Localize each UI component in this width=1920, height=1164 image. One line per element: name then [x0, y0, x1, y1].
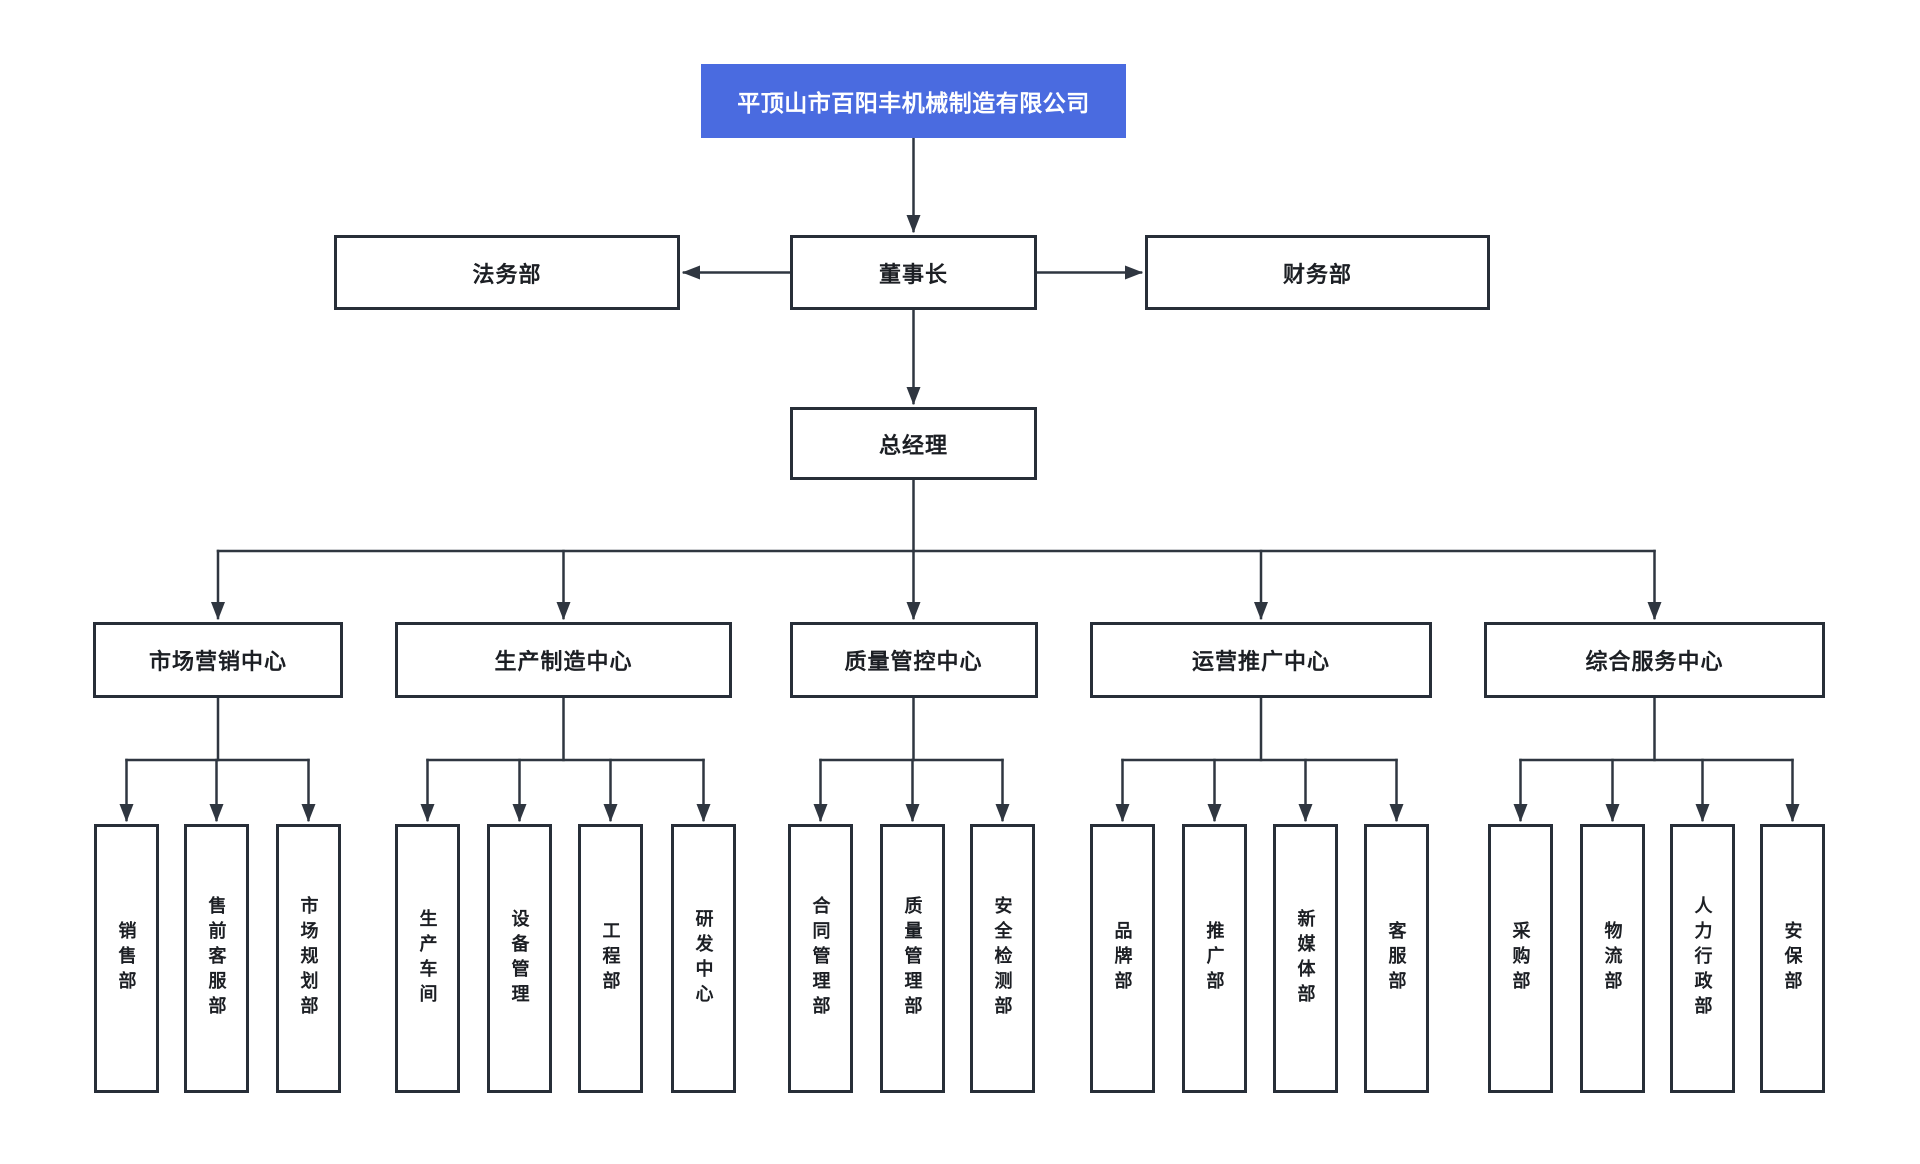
dept-brand[interactable]: 品牌部: [1090, 824, 1155, 1093]
dept-rd-center[interactable]: 研发中心: [671, 824, 736, 1093]
node-label: 董事长: [878, 261, 948, 287]
node-label: 生产制造中心: [494, 649, 633, 674]
dept-promotion[interactable]: 推广部: [1182, 824, 1247, 1093]
dept-safety-inspection[interactable]: 安全检测部: [970, 824, 1035, 1093]
dept-security[interactable]: 安保部: [1760, 824, 1825, 1093]
dept-hr-admin[interactable]: 人力行政部: [1670, 824, 1735, 1093]
node-label: 物流部: [1602, 921, 1623, 996]
dept-contract-management[interactable]: 合同管理部: [788, 824, 853, 1093]
dept-customer-service[interactable]: 客服部: [1364, 824, 1429, 1093]
node-label: 新媒体部: [1295, 908, 1316, 1009]
dept-logistics[interactable]: 物流部: [1580, 824, 1645, 1093]
node-label: 市场营销中心: [148, 649, 287, 674]
node-label: 综合服务中心: [1585, 649, 1724, 674]
node-center-operations[interactable]: 运营推广中心: [1090, 622, 1432, 698]
node-label: 工程部: [600, 921, 621, 996]
dept-presales-service[interactable]: 售前客服部: [184, 824, 249, 1093]
node-label: 生产车间: [417, 908, 438, 1009]
node-label: 平顶山市百阳丰机械制造有限公司: [737, 90, 1090, 116]
node-general-manager[interactable]: 总经理: [790, 407, 1037, 480]
node-label: 质量管控中心: [844, 649, 983, 674]
dept-equipment-management[interactable]: 设备管理: [487, 824, 552, 1093]
node-label: 合同管理部: [810, 896, 831, 1021]
node-label: 品牌部: [1112, 921, 1133, 996]
node-label: 设备管理: [509, 908, 530, 1009]
node-company-root[interactable]: 平顶山市百阳丰机械制造有限公司: [701, 64, 1126, 138]
node-chairman[interactable]: 董事长: [790, 235, 1037, 310]
node-label: 安全检测部: [992, 896, 1013, 1021]
dept-sales[interactable]: 销售部: [94, 824, 159, 1093]
node-label: 销售部: [116, 921, 137, 996]
node-finance-dept[interactable]: 财务部: [1145, 235, 1490, 310]
node-center-marketing[interactable]: 市场营销中心: [93, 622, 343, 698]
node-label: 安保部: [1782, 921, 1803, 996]
node-label: 总经理: [878, 432, 948, 458]
node-center-quality[interactable]: 质量管控中心: [789, 622, 1038, 698]
node-label: 研发中心: [693, 908, 714, 1009]
dept-market-planning[interactable]: 市场规划部: [276, 824, 341, 1093]
node-label: 客服部: [1386, 921, 1407, 996]
dept-procurement[interactable]: 采购部: [1488, 824, 1553, 1093]
dept-quality-management[interactable]: 质量管理部: [880, 824, 945, 1093]
node-label: 质量管理部: [902, 896, 923, 1021]
node-center-services[interactable]: 综合服务中心: [1484, 622, 1825, 698]
dept-engineering[interactable]: 工程部: [578, 824, 643, 1093]
dept-production-workshop[interactable]: 生产车间: [395, 824, 460, 1093]
node-label: 采购部: [1510, 921, 1531, 996]
node-label: 财务部: [1282, 261, 1352, 287]
node-label: 市场规划部: [298, 896, 319, 1021]
dept-new-media[interactable]: 新媒体部: [1273, 824, 1338, 1093]
node-label: 售前客服部: [206, 896, 227, 1021]
node-label: 法务部: [472, 261, 542, 287]
node-label: 推广部: [1204, 921, 1225, 996]
node-label: 人力行政部: [1692, 896, 1713, 1021]
node-legal-dept[interactable]: 法务部: [334, 235, 680, 310]
node-label: 运营推广中心: [1191, 649, 1330, 674]
node-center-production[interactable]: 生产制造中心: [395, 622, 732, 698]
